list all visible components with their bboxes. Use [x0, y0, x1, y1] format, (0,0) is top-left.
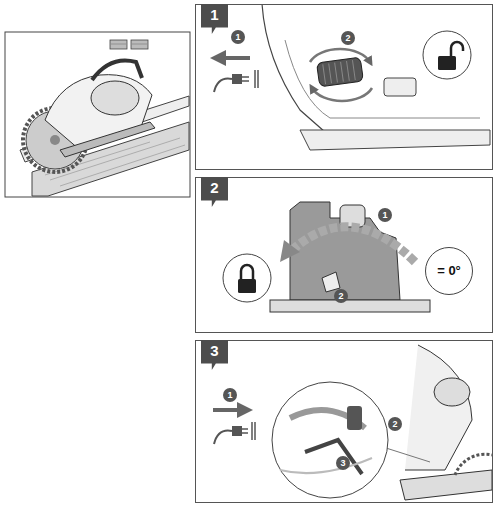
step-three-figure-part	[272, 382, 388, 498]
angle-text: = 0°	[437, 264, 461, 278]
step-three-figure-part	[405, 345, 472, 470]
overview-figure	[5, 32, 190, 197]
step-number: 2	[210, 180, 218, 196]
step-three-figure-part	[386, 448, 430, 462]
step-two-figure-part	[290, 202, 400, 300]
step-badge: 2	[201, 177, 228, 207]
callout-number: 2	[388, 417, 402, 431]
step-one-figure-part-part	[323, 60, 355, 84]
step-one-figure-part	[310, 49, 370, 62]
step-three-figure-part	[252, 422, 255, 440]
step-one-figure-part	[451, 42, 463, 56]
step-panel: 3 1 2 3	[195, 340, 493, 503]
step-number: 1	[210, 7, 218, 23]
step-one-figure-part	[232, 74, 242, 84]
step-one-figure-part	[317, 57, 364, 87]
callout-number: 2	[345, 33, 350, 43]
step-one-figure-part	[423, 31, 471, 79]
step-two-figure-part	[270, 300, 430, 312]
step-three-figure-part	[305, 440, 362, 474]
callout-number: 1	[223, 388, 237, 402]
step-number: 3	[210, 343, 218, 359]
overview-figure-part	[92, 60, 142, 80]
step-three-figure-part	[400, 470, 492, 500]
callout-number: 2	[341, 31, 355, 45]
step-three-figure-part	[214, 431, 232, 444]
callout-number: 3	[340, 458, 345, 468]
callout-number: 1	[382, 210, 387, 220]
callout-number: 2	[338, 291, 343, 301]
step-two-figure-part	[238, 279, 256, 293]
step-two-figure-part	[280, 240, 300, 262]
overview-figure-part	[5, 32, 190, 197]
callout-number: 3	[336, 456, 350, 470]
callout-number: 1	[227, 390, 232, 400]
overview-figure-part	[111, 44, 147, 45]
step-one-figure-part	[242, 77, 249, 81]
step-three-figure-part	[347, 406, 362, 430]
step-panel: 1 1 2	[195, 4, 493, 170]
step-one-figure-part-part	[317, 57, 364, 87]
step-three-figure	[213, 345, 492, 500]
step-one-figure-part	[312, 88, 372, 101]
step-three-figure-part	[232, 426, 242, 436]
step-one-figure-part	[214, 79, 232, 92]
callout-number: 2	[392, 419, 397, 429]
step-badge: 1	[201, 4, 228, 34]
step-one-figure-part	[218, 56, 250, 60]
step-badge: 3	[201, 340, 228, 370]
step-one-figure-part	[255, 70, 258, 88]
step-one-figure-part	[438, 56, 456, 70]
step-three-figure-part	[280, 458, 372, 473]
callout-number: 1	[235, 32, 240, 42]
angle-indicator: = 0°	[425, 247, 473, 295]
overview-figure-part	[60, 122, 155, 157]
step-two-figure-part	[241, 265, 253, 279]
step-two-figure-part	[223, 254, 271, 302]
overview-figure-part	[91, 81, 139, 115]
callout-number: 1	[231, 30, 245, 44]
step-three-figure-part	[434, 378, 470, 406]
step-two-figure	[223, 202, 430, 312]
overview-figure-part	[131, 40, 148, 49]
callout-number: 1	[378, 208, 392, 222]
step-one-figure	[214, 4, 490, 150]
step-panel: 2 1 2 = 0°	[195, 177, 493, 333]
step-three-figure-part	[242, 429, 248, 433]
step-three-figure-part	[455, 454, 492, 475]
step-three-figure-part	[213, 408, 245, 412]
step-one-figure-part	[384, 78, 416, 96]
step-two-figure-part	[290, 227, 415, 262]
overview-figure-part	[50, 135, 60, 145]
step-one-figure-part	[300, 130, 490, 150]
overview-figure-part	[110, 40, 127, 49]
callout-number: 2	[334, 289, 348, 303]
